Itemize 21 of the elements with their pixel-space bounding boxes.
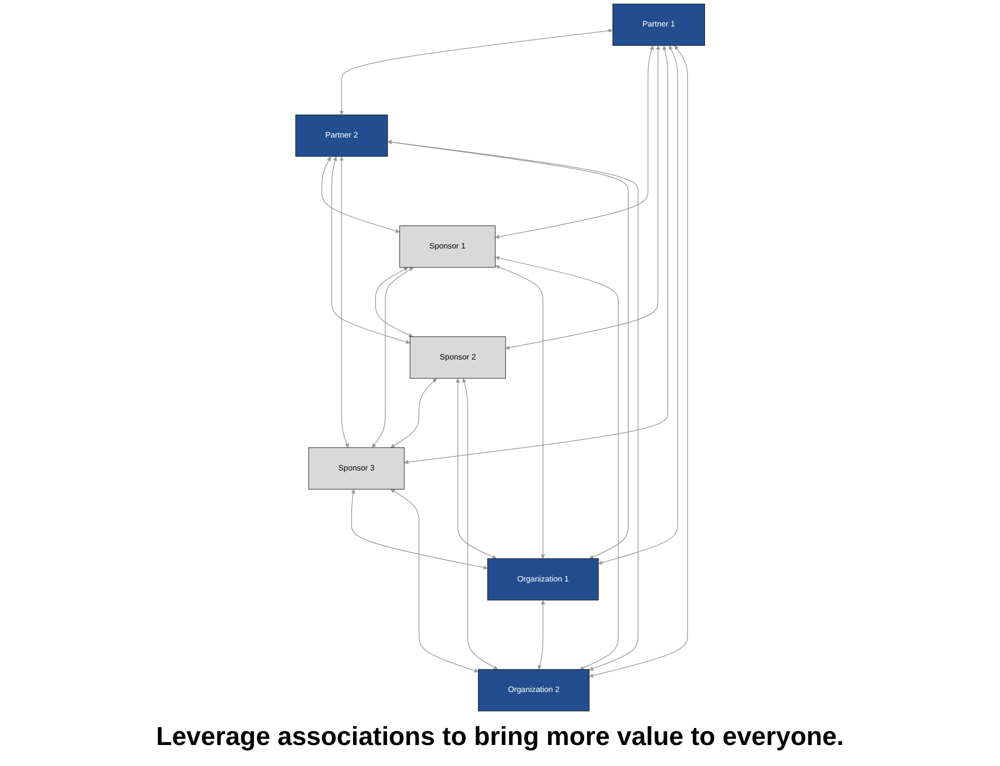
arrow (505, 46, 660, 350)
arrow (598, 46, 678, 565)
arrow (495, 265, 545, 559)
arrow (390, 489, 478, 673)
arrow (462, 378, 498, 670)
arrow (339, 156, 349, 448)
arrow (455, 378, 497, 559)
arrow (494, 46, 654, 239)
arrow (390, 378, 437, 448)
arrow (339, 28, 613, 116)
arrow (374, 267, 413, 338)
arrow (350, 489, 488, 570)
arrow (372, 267, 414, 448)
arrow (495, 256, 618, 670)
arrow (331, 156, 410, 344)
arrow (588, 46, 688, 678)
arrow (537, 600, 545, 670)
arrow (404, 46, 668, 464)
diagram-caption: Leverage associations to bring more value to everyone. (156, 720, 844, 753)
arrow (387, 140, 638, 671)
arrow (321, 156, 400, 234)
